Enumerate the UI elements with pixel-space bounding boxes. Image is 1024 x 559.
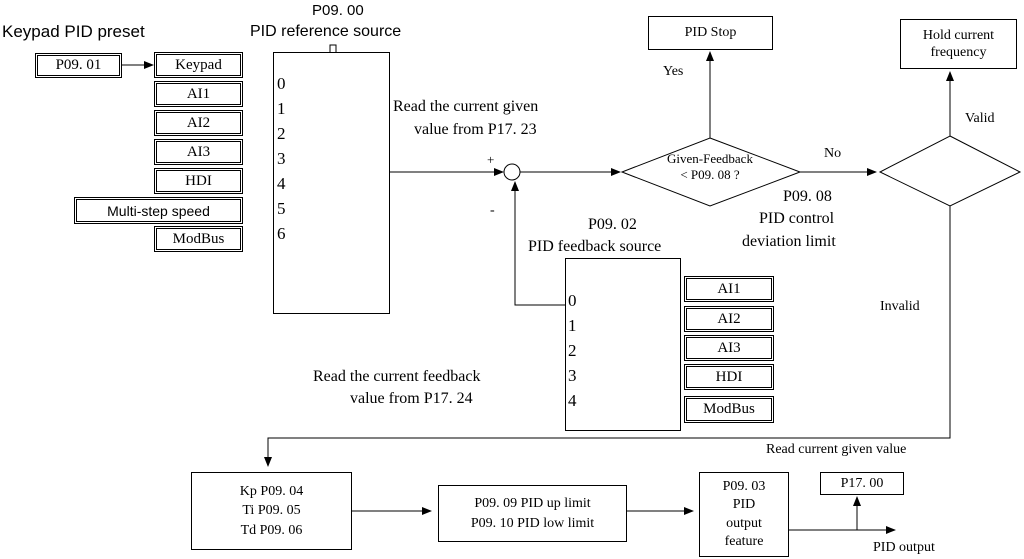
reference-box-tab (329, 44, 337, 52)
read-given-label: Read current given value (766, 442, 907, 457)
pid-up-limit: P09. 09 PID up limit (474, 495, 591, 511)
fb-source-ai1: AI1 (684, 276, 774, 302)
output-feature-line: PID (732, 497, 756, 513)
reference-note-line2: value from P17. 23 (414, 121, 537, 138)
ref-source-keypad: Keypad (154, 52, 243, 78)
feedback-note-line2: value from P17. 24 (350, 390, 473, 407)
feedback-option: 4 (568, 391, 577, 410)
decision1-line1: Given-Feedback (667, 151, 753, 166)
pid-param-kp: Kp P09. 04 (239, 483, 304, 499)
pid-params-box: Kp P09. 04 Ti P09. 05 Td P09. 06 (191, 472, 352, 550)
reference-option: 1 (277, 99, 286, 118)
reference-option: 6 (277, 224, 286, 243)
feedback-note-line1: Read the current feedback (313, 368, 481, 385)
reference-note-line1: Read the current given (393, 98, 539, 115)
feedback-option: 2 (568, 341, 577, 360)
pid-param-td: Td P09. 06 (240, 522, 303, 538)
sum-minus-sign: - (490, 203, 495, 218)
reference-option: 3 (277, 149, 286, 168)
decision1-line2: < P09. 08 ? (680, 167, 740, 183)
pid-param-ti: Ti P09. 05 (242, 503, 301, 519)
reference-param: P09. 00 (312, 2, 364, 19)
feedback-title: PID feedback source (528, 238, 662, 255)
reference-option: 0 (277, 74, 286, 93)
feedback-param: P09. 02 (588, 216, 637, 233)
ref-source-hdi: HDI (154, 168, 243, 194)
keypad-preset-title: Keypad PID preset (2, 22, 145, 41)
output-feature-line: output (726, 515, 762, 531)
decision1-no-label: No (824, 146, 842, 161)
reference-option: 5 (277, 199, 286, 218)
keypad-preset-param: P09. 01 (35, 53, 122, 78)
arrow-feedback-to-sum (511, 181, 565, 306)
fb-source-hdi: HDI (684, 364, 774, 390)
output-feature-line: feature (724, 533, 764, 549)
fb-source-ai3: AI3 (684, 335, 774, 361)
reference-source-box (273, 52, 390, 314)
pid-stop-box: PID Stop (648, 16, 773, 50)
pid-output-label: PID output (873, 540, 935, 555)
hold-line1: Hold current (922, 27, 995, 43)
hold-line2: frequency (930, 45, 987, 60)
decision2-invalid-label: Invalid (880, 299, 920, 314)
decision1-yes-label: Yes (663, 64, 684, 79)
deviation-limit-param: P09. 08 (783, 188, 832, 205)
pid-limits-box: P09. 09 PID up limit P09. 10 PID low lim… (438, 485, 627, 542)
output-feature-box: P09. 03 PID output feature (699, 472, 789, 557)
fb-source-ai2: AI2 (684, 306, 774, 332)
reference-option: 2 (277, 124, 286, 143)
feedback-option: 3 (568, 366, 577, 385)
ref-source-modbus: ModBus (154, 226, 243, 252)
reference-option: 4 (277, 174, 286, 193)
ref-source-ai3: AI3 (154, 139, 243, 165)
pid-low-limit: P09. 10 PID low limit (470, 515, 595, 531)
deviation-limit-line2: deviation limit (742, 233, 836, 250)
decision2-valid-label: Valid (965, 111, 995, 126)
feedback-option-list: 0 1 2 3 4 (568, 288, 577, 413)
decision-deviation-diamond (620, 137, 802, 207)
output-feature-line: P09. 03 (722, 479, 766, 495)
feedback-option: 0 (568, 291, 577, 310)
sum-plus-sign: + (487, 152, 495, 167)
summing-junction (503, 163, 521, 181)
decision-valid-diamond (878, 135, 1022, 207)
output-param-box: P17. 00 (820, 472, 904, 495)
feedback-source-box (565, 258, 681, 431)
reference-option-list: 0 1 2 3 4 5 6 (277, 71, 286, 246)
ref-source-ai1: AI1 (154, 81, 243, 107)
ref-source-ai2: AI2 (154, 110, 243, 136)
decision1-text: Given-Feedback < P09. 08 ? (640, 151, 780, 184)
reference-title: PID reference source (250, 23, 402, 40)
arrow-invalid-loop (264, 206, 951, 467)
fb-source-modbus: ModBus (684, 396, 774, 423)
hold-frequency-box: Hold current frequency (900, 19, 1017, 69)
feedback-option: 1 (568, 316, 577, 335)
deviation-limit-line1: PID control (759, 210, 835, 227)
ref-source-multistep: Multi-step speed (74, 197, 243, 224)
